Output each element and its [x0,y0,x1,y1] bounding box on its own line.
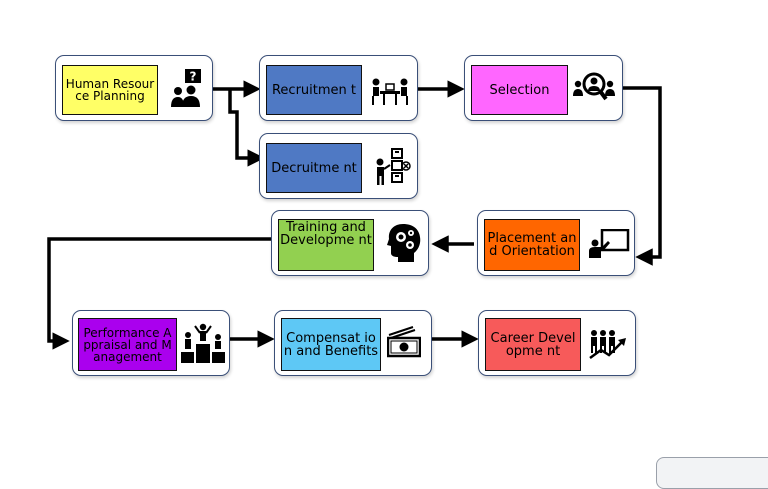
step-recruitment: Recruitmen t [259,55,418,121]
step-compensation: Compensat ion and Benefits [274,310,432,376]
step-career: Career Developme nt [478,310,636,376]
step-training-label: Training and Developme nt [278,219,374,271]
flow-arrows [47,80,662,350]
step-placement-label: Placement and Orientation [484,219,580,271]
cash-icon [387,326,421,358]
corner-button[interactable] [656,457,768,489]
presentation-board-icon [589,229,630,258]
step-training: Training and Developme nt [271,210,429,276]
question-people-icon: ? [171,69,201,107]
step-placement: Placement and Orientation [477,210,635,276]
podium-winners-icon [181,323,225,363]
step-compensation-label: Compensat ion and Benefits [281,318,381,371]
arrow-selection-to-placement [623,86,662,266]
staff-removal-icon [376,148,411,185]
interview-table-icon [372,78,408,105]
svg-text:?: ? [190,70,197,84]
step-decruitment: Decruitme nt [259,133,418,199]
step-performance: Performance Appraisal and Management [72,310,230,376]
growth-people-icon [589,330,626,359]
step-hrp-label: Human Resource Planning [62,65,158,115]
arrow-hrp-to-decruitment [228,89,265,167]
arrow-training-to-performance [47,237,271,350]
step-selection-label: Selection [471,65,568,115]
step-career-label: Career Developme nt [485,318,581,371]
head-gears-icon [387,224,421,262]
candidates-search-icon [573,72,615,101]
step-performance-label: Performance Appraisal and Management [78,318,177,371]
step-selection: Selection [464,55,623,121]
step-decruitment-label: Decruitme nt [266,143,362,193]
step-recruitment-label: Recruitmen t [266,65,362,115]
step-hrp: Human Resource Planning ? [55,55,213,121]
